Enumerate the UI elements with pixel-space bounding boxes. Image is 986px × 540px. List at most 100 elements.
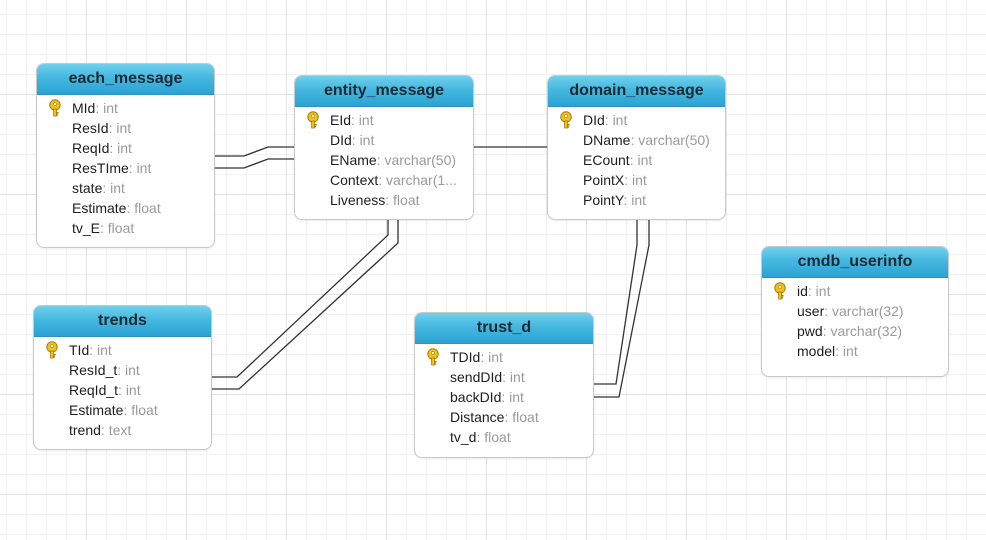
entity-title: domain_message [548,76,725,107]
field-type: : int [95,100,118,116]
field-type: : varchar(50) [630,132,710,148]
field-row[interactable]: Context: varchar(1... [295,170,473,190]
connector-entity-trends-b[interactable] [211,219,399,390]
field-name: Estimate [69,402,124,418]
field-type: : varchar(50) [376,152,457,168]
field-name: id [797,283,808,299]
field-type: : int [118,382,141,398]
field-name: ReqId [72,140,110,156]
connector-domain-trust-a[interactable] [593,219,638,385]
field-row[interactable]: ReqId_t: int [34,380,211,400]
field-row[interactable]: pwd: varchar(32) [762,321,948,341]
connector-each-entity-a[interactable] [214,146,295,157]
field-type: : varchar(1... [378,172,457,188]
field-type: : int [89,342,112,358]
field-name: pwd [797,323,823,339]
field-row[interactable]: TDId: int [415,347,593,367]
field-row[interactable]: state: int [37,178,214,198]
field-row[interactable]: Estimate: float [37,198,214,218]
field-row[interactable]: MId: int [37,98,214,118]
field-row[interactable]: trend: text [34,420,211,440]
field-name: EId [330,112,352,128]
field-row[interactable]: ReqId: int [37,138,214,158]
connector-entity-trends-a[interactable] [211,219,389,378]
field-row[interactable]: model: int [762,341,948,361]
field-type: : int [480,349,503,365]
key-icon [305,111,321,129]
connector-domain-trust-b[interactable] [593,219,650,398]
field-row[interactable]: DId: int [295,130,473,150]
field-row[interactable]: ResTIme: int [37,158,214,178]
field-name: MId [72,100,96,116]
field-row[interactable]: EName: varchar(50) [295,150,473,170]
entity-title: trust_d [415,313,593,344]
field-type: : float [476,429,511,445]
field-row[interactable]: PointX: int [548,170,725,190]
field-name: ResId_t [69,362,118,378]
field-name: TId [69,342,90,358]
field-name: ResTIme [72,160,129,176]
field-name: Context [330,172,379,188]
field-name: trend [69,422,101,438]
field-name: TDId [450,349,481,365]
field-row[interactable]: DName: varchar(50) [548,130,725,150]
field-type: : int [807,283,831,299]
field-type: : float [504,409,539,425]
field-row[interactable]: tv_E: float [37,218,214,238]
field-name: DId [583,112,605,128]
field-row[interactable]: Distance: float [415,407,593,427]
field-type: : int [629,152,653,168]
field-row[interactable]: sendDId: int [415,367,593,387]
field-row[interactable]: DId: int [548,110,725,130]
entity-title: trends [34,306,211,337]
field-row[interactable]: EId: int [295,110,473,130]
connector-each-entity-b[interactable] [214,158,295,169]
field-type: : float [385,192,420,208]
key-icon [772,282,788,300]
field-name: PointY [583,192,624,208]
field-type: : varchar(32) [824,303,904,319]
field-name: model [797,343,836,359]
field-type: : int [501,389,524,405]
field-row[interactable]: PointY: int [548,190,725,210]
entity-title: entity_message [295,76,473,107]
field-name: DId [330,132,352,148]
field-name: tv_d [450,429,477,445]
field-name: Distance [450,409,505,425]
entity-title: cmdb_userinfo [762,247,948,278]
field-row[interactable]: backDId: int [415,387,593,407]
field-name: ECount [583,152,630,168]
field-row[interactable]: user: varchar(32) [762,301,948,321]
field-row[interactable]: tv_d: float [415,427,593,447]
field-type: : int [128,160,152,176]
field-row[interactable]: ResId: int [37,118,214,138]
field-name: ResId [72,120,109,136]
field-row[interactable]: ResId_t: int [34,360,211,380]
field-type: : float [100,220,135,236]
field-type: : int [109,140,132,156]
field-row[interactable]: ECount: int [548,150,725,170]
field-type: : int [624,172,647,188]
field-name: sendDId [450,369,503,385]
key-icon [425,348,441,366]
field-row[interactable]: TId: int [34,340,211,360]
field-type: : int [117,362,140,378]
field-row[interactable]: Liveness: float [295,190,473,210]
field-row[interactable]: Estimate: float [34,400,211,420]
entity-title: each_message [37,64,214,95]
field-row[interactable]: id: int [762,281,948,301]
field-name: DName [583,132,631,148]
field-name: tv_E [72,220,101,236]
